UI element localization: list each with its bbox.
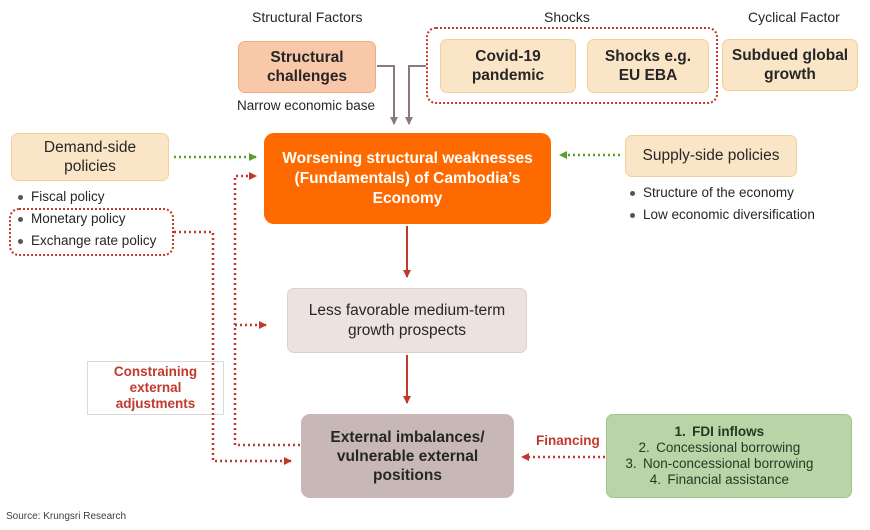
header-cyclical-factor: Cyclical Factor: [748, 9, 840, 25]
external-imbalances-text: External imbalances/ vulnerable external…: [330, 428, 485, 484]
financing-text-1: FDI inflows: [692, 424, 765, 439]
header-structural-factors: Structural Factors: [252, 9, 363, 25]
structural-challenges-box: Structural challenges: [238, 41, 376, 93]
financing-item-concessional: 2. Concessional borrowing: [619, 440, 813, 456]
demand-bullet-list: Fiscal policy Monetary policy Exchange r…: [16, 186, 156, 252]
constraining-adjustments-text: Constraining external adjustments: [113, 364, 198, 411]
narrow-economic-base-label: Narrow economic base: [237, 98, 376, 113]
subdued-global-growth-box: Subdued global growth: [722, 39, 858, 91]
demand-side-policies-box: Demand-side policies: [11, 133, 169, 181]
financing-num-1: 1.: [674, 424, 686, 439]
supply-bullet-list: Structure of the economy Low economic di…: [628, 182, 815, 226]
financing-text-3: Non-concessional borrowing: [643, 456, 814, 471]
bullet-monetary-policy: Monetary policy: [16, 208, 156, 230]
arrow-shocks-to-core: [405, 65, 426, 125]
financing-sources-box: 1. FDI inflows 2. Concessional borrowing 3…: [606, 414, 852, 498]
financing-item-fdi: 1. FDI inflows: [619, 424, 813, 440]
structural-challenges-text: Structural challenges: [266, 49, 348, 85]
financing-text-2: Concessional borrowing: [656, 440, 801, 455]
financing-item-non-concessional: 3. Non-concessional borrowing: [619, 456, 813, 472]
financing-list: 1. FDI inflows 2. Concessional borrowing 3…: [619, 424, 813, 488]
financing-num-3: 3.: [625, 456, 637, 471]
shocks-group-outline: [426, 27, 718, 104]
monetary-exchange-outline: [9, 208, 174, 256]
financing-num-2: 2.: [638, 440, 650, 455]
shocks-eu-eba-box: Shocks e.g. EU EBA: [587, 39, 709, 93]
subdued-global-growth-text: Subdued global growth: [731, 47, 849, 83]
dotted-policy-to-external: [174, 230, 292, 465]
bullet-exchange-rate-policy: Exchange rate policy: [16, 230, 156, 252]
shocks-eu-eba-text: Shocks e.g. EU EBA: [604, 48, 692, 84]
core-weakness-box: Worsening structural weaknesses (Fundame…: [264, 133, 551, 224]
financing-num-4: 4.: [649, 472, 662, 487]
medium-term-prospects-text: Less favorable medium-term growth prospe…: [308, 301, 506, 339]
core-weakness-text: Worsening structural weaknesses (Fundame…: [282, 149, 533, 207]
supply-side-policies-text: Supply-side policies: [642, 147, 780, 164]
medium-term-prospects-box: Less favorable medium-term growth prospe…: [287, 288, 527, 353]
covid-pandemic-text: Covid-19 pandemic: [471, 48, 545, 84]
bullet-structure-of-economy: Structure of the economy: [628, 182, 815, 204]
financing-item-assistance: 4. Financial assistance: [619, 472, 813, 488]
dotted-loop-upper: [233, 172, 300, 447]
supply-side-policies-box: Supply-side policies: [625, 135, 797, 177]
header-shocks: Shocks: [544, 9, 590, 25]
bullet-low-diversification: Low economic diversification: [628, 204, 815, 226]
financing-text-4: Financial assistance: [667, 472, 789, 487]
external-imbalances-box: External imbalances/ vulnerable external…: [301, 414, 514, 498]
source-note: Source: Krungsri Research: [6, 511, 127, 522]
covid-pandemic-box: Covid-19 pandemic: [440, 39, 576, 93]
bullet-fiscal-policy: Fiscal policy: [16, 186, 156, 208]
financing-label: Financing: [536, 433, 600, 448]
constraining-adjustments-label: Constraining external adjustments: [87, 361, 224, 415]
demand-side-policies-text: Demand-side policies: [43, 139, 137, 175]
arrow-structural-to-core: [377, 65, 398, 125]
